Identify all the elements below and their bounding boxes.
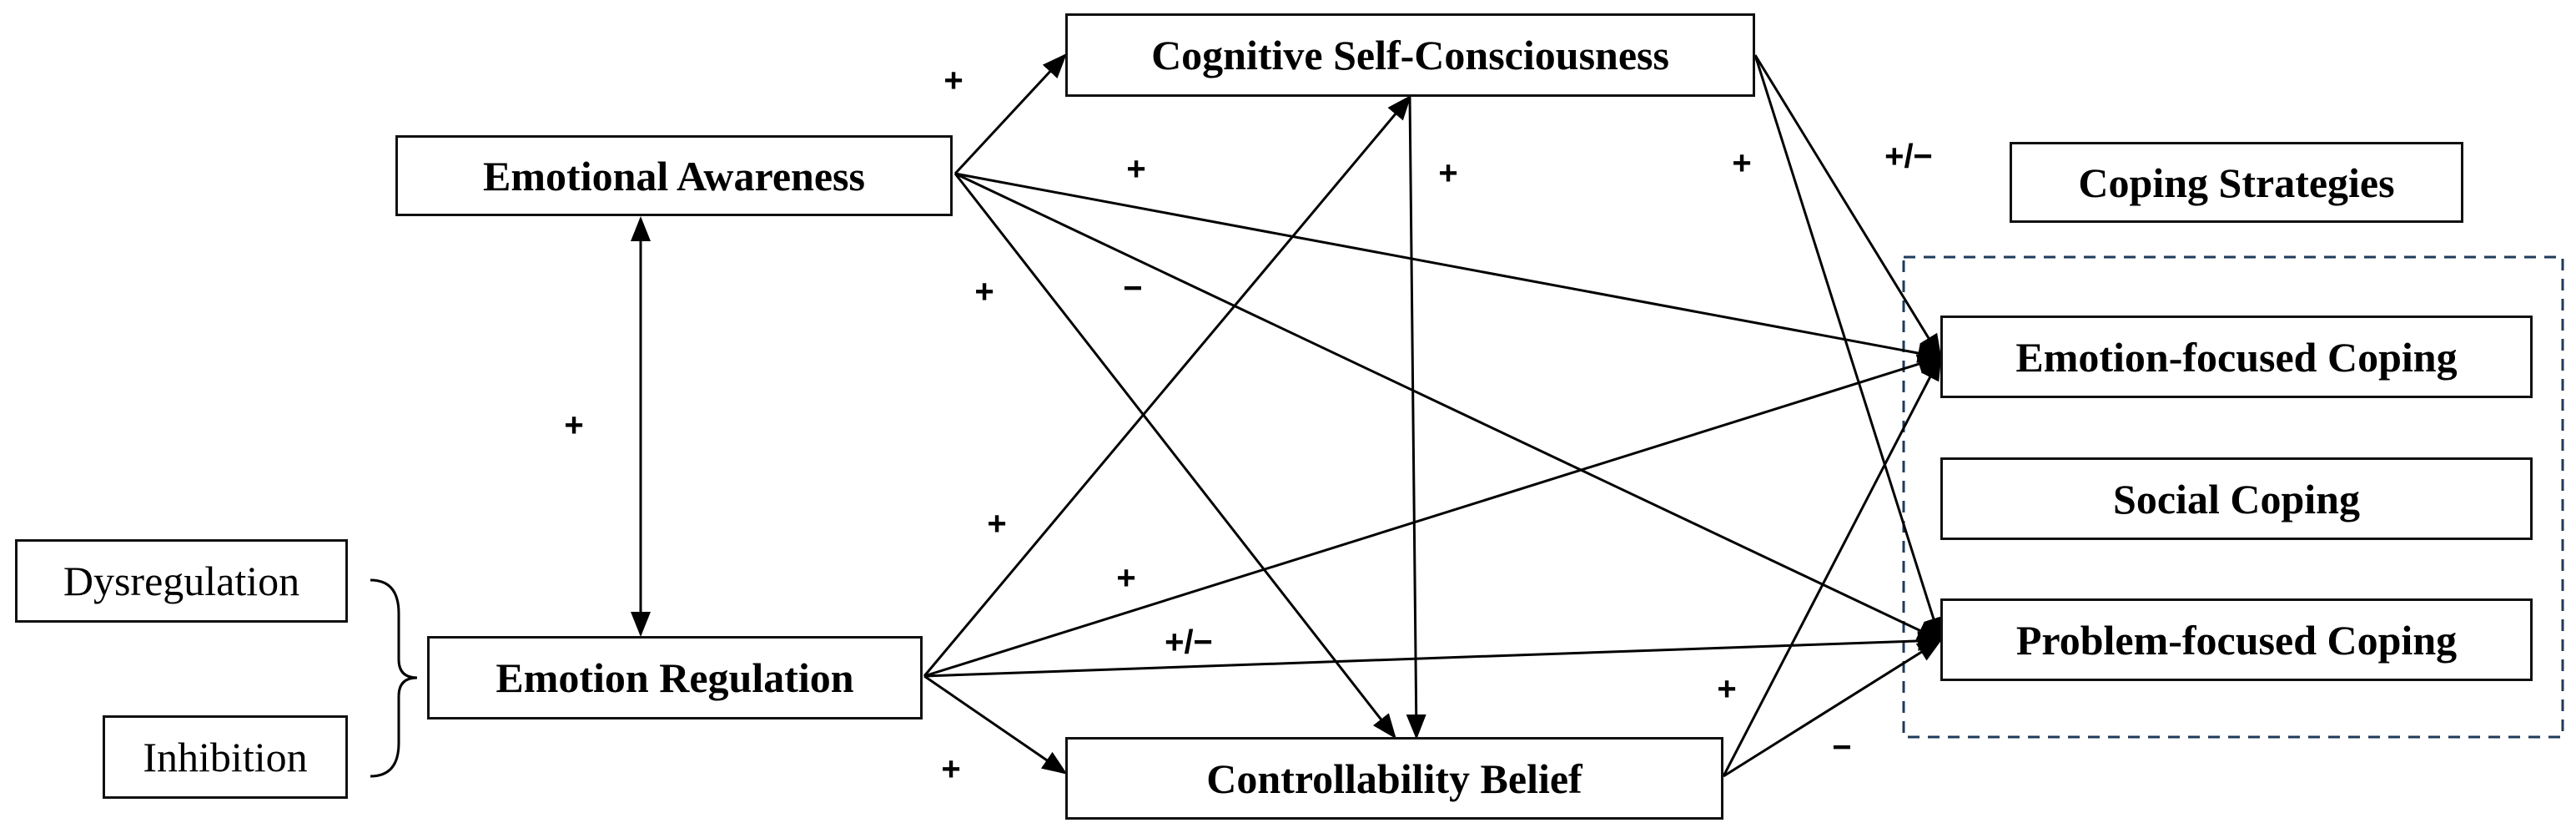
node-problem-focused-coping: Problem-focused Coping [1940,598,2533,681]
edge-sign-emotion-regulation-to-controllability-belief: + [941,750,961,788]
edge-emotional-awareness-to-cognitive-self-consciousness [953,53,1068,175]
edge-sign-emotional-awareness-to-controllability-belief: + [974,273,994,310]
edge-sign-controllability-belief-to-problem-focused-coping: − [1832,729,1852,766]
edge-sign-emotion-regulation-to-emotion-focused-coping: + [1116,559,1136,597]
edge-emotion-regulation-to-problem-focused-coping [923,630,1943,678]
edge-emotion-regulation-to-emotion-focused-coping [923,354,1943,678]
node-social-coping: Social Coping [1940,457,2533,540]
node-inhibition: Inhibition [103,715,348,799]
edge-sign-emotional-awareness-to-emotion-regulation: + [564,406,584,444]
node-coping-strategies: Coping Strategies [2010,142,2463,223]
edge-emotional-awareness-to-controllability-belief [953,173,1396,740]
node-controllability-belief: Controllability Belief [1065,737,1723,820]
edge-emotional-awareness-to-problem-focused-coping [954,172,1943,642]
edge-emotion-regulation-to-controllability-belief [923,674,1068,775]
edge-sign-cognitive-self-consciousness-to-emotion-focused-coping: +/− [1884,138,1933,175]
edge-cognitive-self-consciousness-to-emotion-focused-coping [1753,54,1942,360]
edge-sign-cognitive-self-consciousness-to-controllability-belief: + [1438,154,1458,192]
edge-sign-emotional-awareness-to-cognitive-self-consciousness: + [943,62,963,99]
edge-sign-emotional-awareness-to-emotion-focused-coping: + [1126,150,1146,188]
edge-controllability-belief-to-problem-focused-coping [1723,639,1943,778]
node-emotion-focused-coping: Emotion-focused Coping [1940,316,2533,398]
edge-sign-emotion-regulation-to-cognitive-self-consciousness: + [987,505,1007,543]
edge-emotional-awareness-to-emotion-focused-coping [954,172,1943,363]
edge-sign-controllability-belief-to-emotion-focused-coping: + [1717,670,1737,708]
edge-sign-emotion-regulation-to-problem-focused-coping: +/− [1165,624,1213,661]
coping-group-frame [1902,255,2564,739]
edge-controllability-belief-to-emotion-focused-coping [1722,355,1942,777]
node-cognitive-self-consciousness: Cognitive Self-Consciousness [1065,13,1755,97]
node-emotion-regulation: Emotion Regulation [427,636,923,719]
edge-sign-emotional-awareness-to-problem-focused-coping: − [1123,270,1143,307]
edge-cognitive-self-consciousness-to-controllability-belief [1406,96,1426,740]
edge-emotion-regulation-to-cognitive-self-consciousness [923,94,1411,677]
edge-sign-cognitive-self-consciousness-to-problem-focused-coping: + [1732,144,1752,182]
node-emotional-awareness: Emotional Awareness [395,135,953,216]
edge-cognitive-self-consciousness-to-problem-focused-coping [1753,54,1944,643]
node-dysregulation: Dysregulation [15,539,348,623]
sub-dimension-bracket [370,578,418,778]
